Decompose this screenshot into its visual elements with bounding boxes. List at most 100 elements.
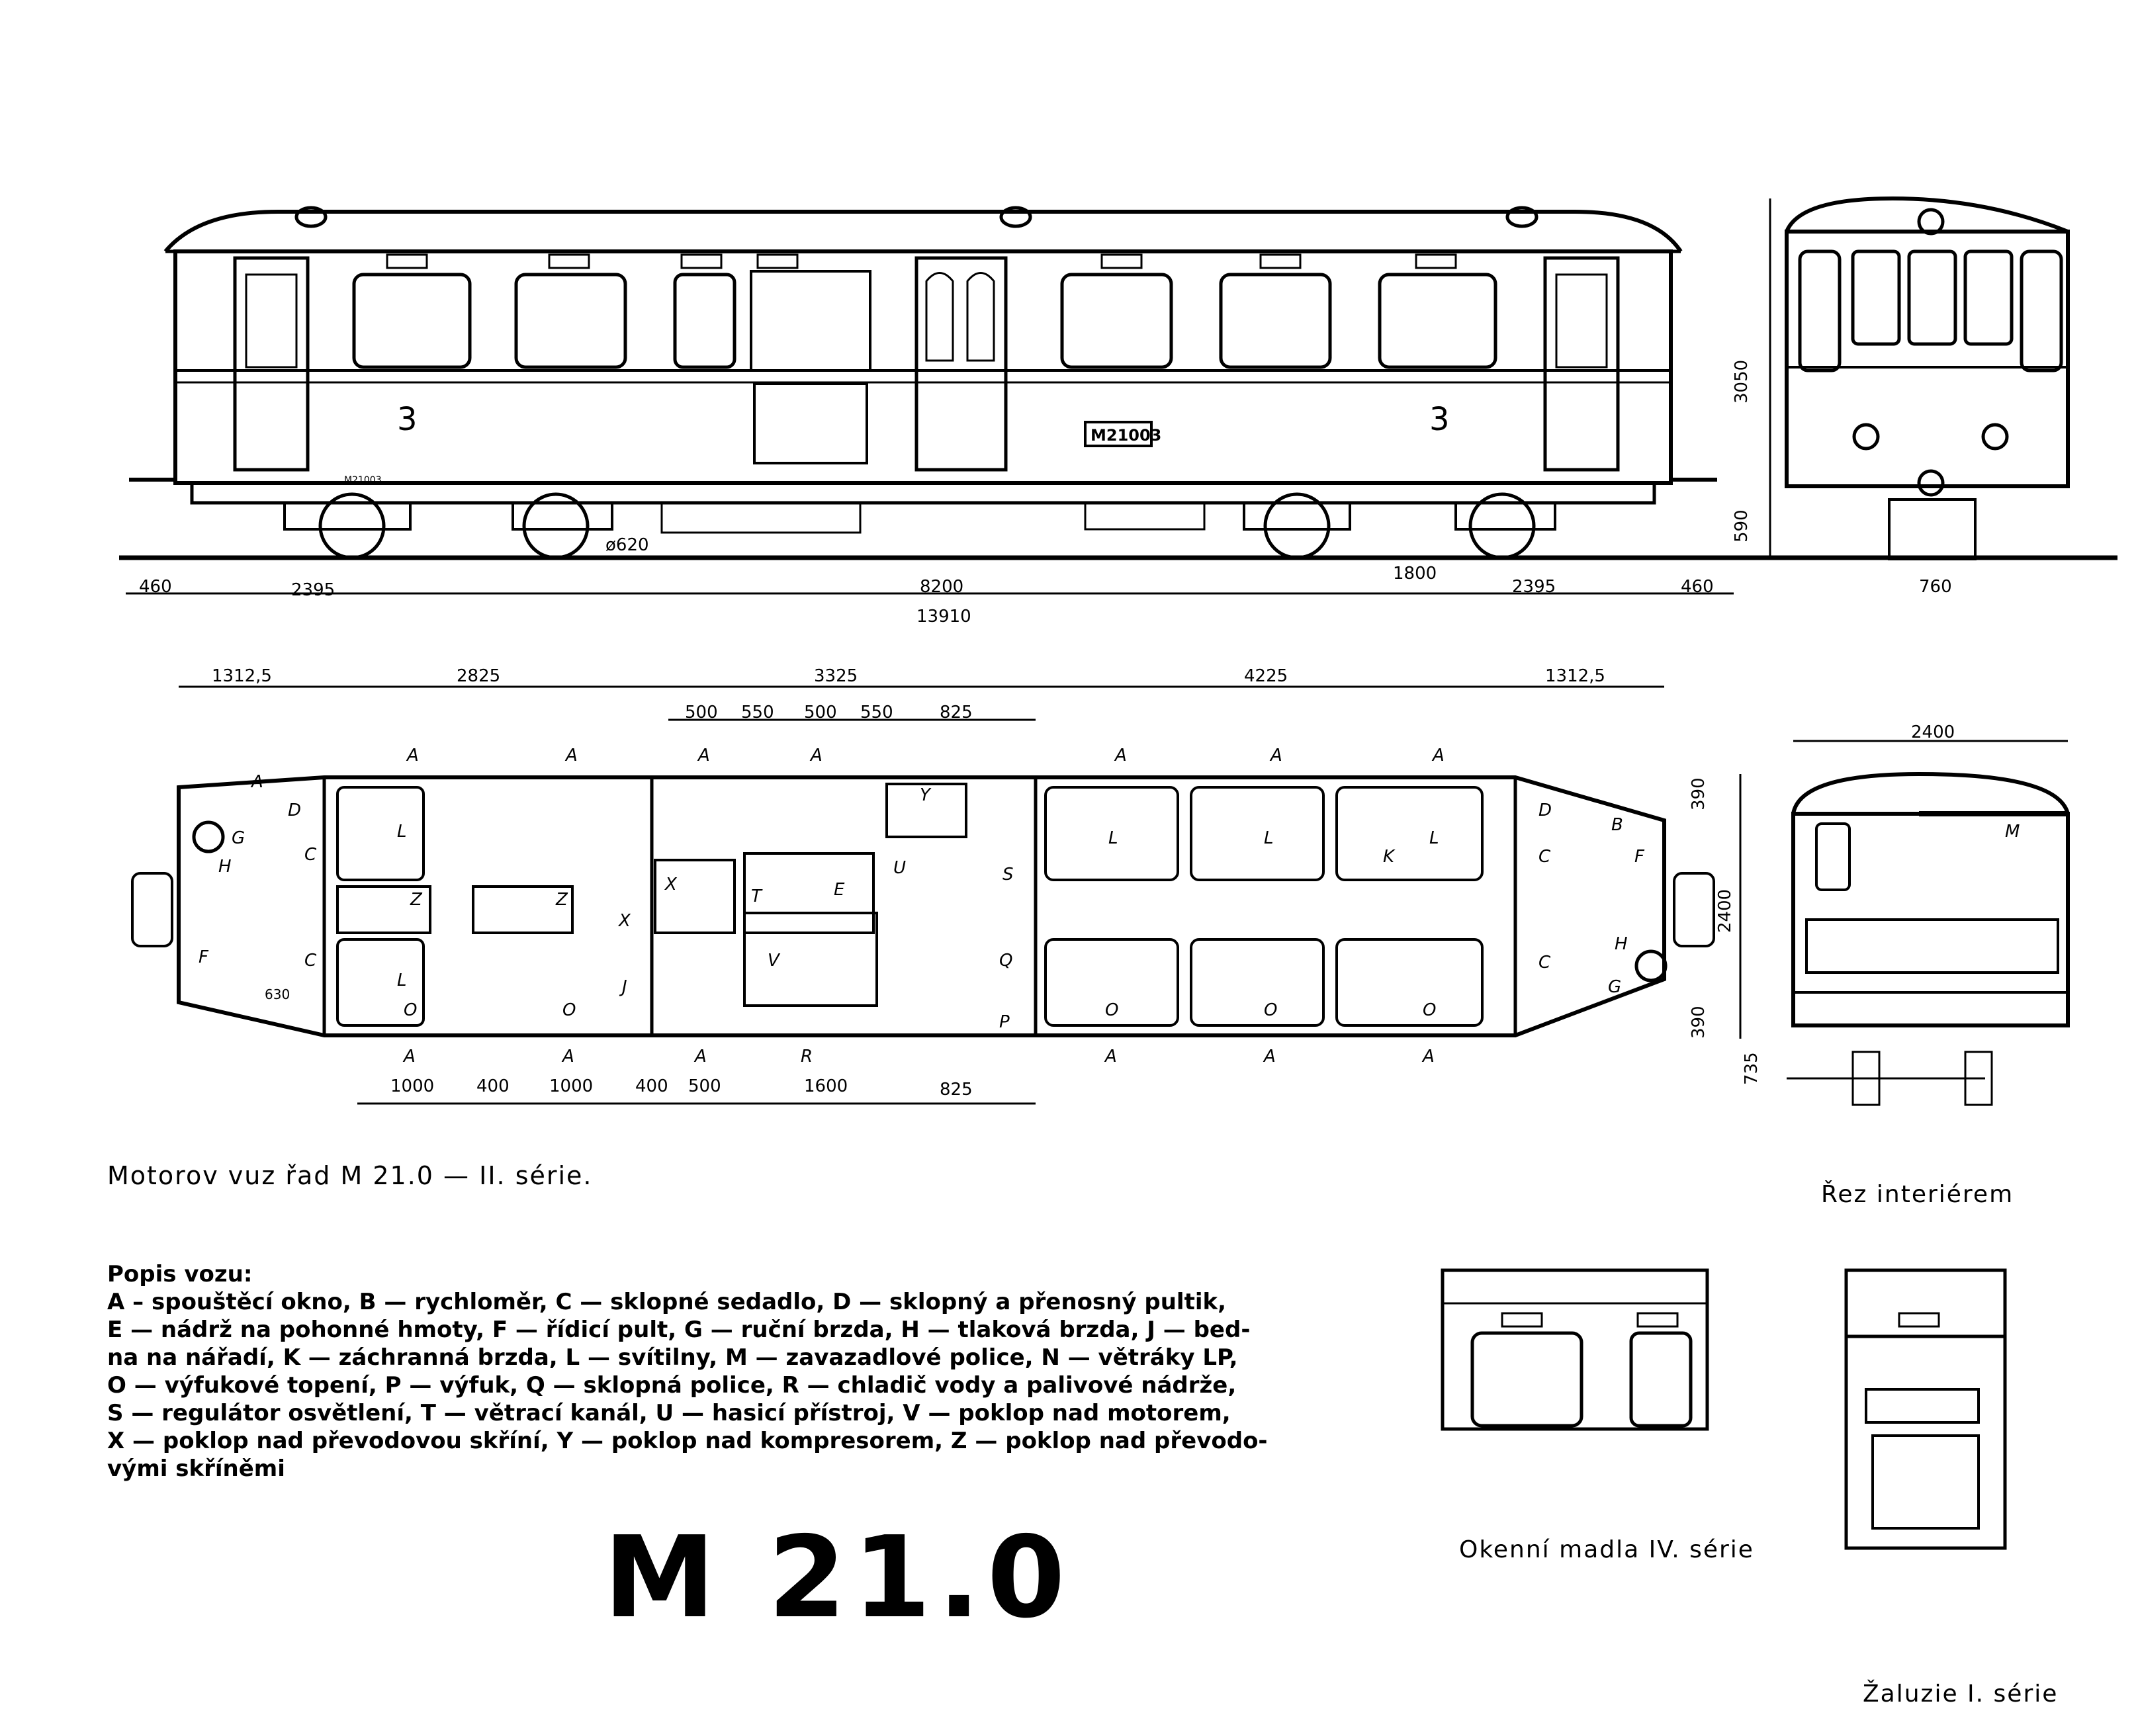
- letter-f: F: [1634, 847, 1645, 867]
- letter-a: A: [1114, 746, 1127, 765]
- letter-u: U: [893, 858, 906, 878]
- plan-side-dimensions: 390 2400 390: [1689, 774, 1742, 1039]
- dim-wheelbase: 8200: [920, 577, 963, 597]
- letter-o: O: [562, 1000, 576, 1020]
- plan-bottom-dimensions: 1000 400 1000 400 500 1600 825 630: [265, 986, 1036, 1105]
- letter-g: G: [1608, 977, 1621, 997]
- letter-c: C: [1538, 953, 1551, 973]
- plan-letters: A A A A A A A A D C C F G H E T U Q P R …: [199, 746, 1645, 1066]
- section-labels: 2400 735 M: [1742, 722, 2068, 1085]
- letter-v: V: [768, 951, 781, 971]
- letter-f: F: [199, 947, 209, 967]
- letter-o: O: [1264, 1000, 1277, 1020]
- dim-sub-2: 550: [741, 703, 774, 722]
- side-elevation: [129, 206, 1717, 560]
- letter-l: L: [1108, 828, 1118, 848]
- caption-interior: Řez interiérem: [1821, 1181, 2014, 1208]
- dim-gauge-detail: 760: [1919, 577, 1952, 597]
- letter-a: A: [1421, 1047, 1435, 1066]
- letter-j: J: [619, 977, 627, 997]
- letter-c: C: [304, 845, 317, 865]
- legend-line: vými skříněmi: [107, 1455, 285, 1482]
- dim-bottom-2: 400: [476, 1076, 510, 1096]
- end-view: [1785, 196, 2070, 560]
- letter-l: L: [397, 822, 407, 842]
- legend-line: X — poklop nad převodovou skříní, Y — po…: [107, 1428, 1268, 1454]
- letter-m: M: [2005, 822, 2020, 842]
- letter-g: G: [232, 828, 245, 848]
- legend-line: E — nádrž na pohonné hmoty, F — řídicí p…: [107, 1317, 1251, 1343]
- dim-sub-3: 500: [804, 703, 837, 722]
- letter-l: L: [1429, 828, 1439, 848]
- dim-overhang-right: 460: [1681, 577, 1714, 597]
- letter-a: A: [1269, 746, 1282, 765]
- end-view-dims: 3050 590 760: [1732, 198, 1952, 597]
- louvre-detail: [1844, 1268, 2007, 1550]
- dim-section-width: 2400: [1911, 722, 1955, 742]
- dim-detail: 630: [265, 986, 290, 1002]
- dim-total-length: 13910: [916, 607, 971, 627]
- side-plate: M21003: [1091, 426, 1161, 445]
- dim-top-2: 2825: [457, 666, 500, 686]
- letter-a: A: [1263, 1047, 1276, 1066]
- small-plate: M21003: [344, 475, 382, 486]
- letter-r: R: [801, 1047, 813, 1066]
- legend-line: na na nářadí, K — záchranná brzda, L — s…: [107, 1344, 1238, 1371]
- plan-top-dimensions: 1312,5 2825 3325 4225 1312,5 500 550 500…: [179, 666, 1664, 722]
- dim-top-3: 3325: [814, 666, 858, 686]
- letter-a: A: [809, 746, 823, 765]
- letter-a: A: [402, 1047, 416, 1066]
- dim-side-2: 2400: [1715, 889, 1735, 933]
- interior-section: [1787, 771, 2070, 1106]
- legend-title: Popis vozu:: [107, 1261, 253, 1287]
- dim-top-1: 1312,5: [212, 666, 272, 686]
- letter-s: S: [1002, 865, 1014, 885]
- letter-p: P: [999, 1012, 1010, 1032]
- dim-side-3: 390: [1689, 1006, 1709, 1039]
- letter-l: L: [397, 971, 407, 990]
- dim-overhang-left: 460: [139, 577, 172, 597]
- dim-side-1: 390: [1689, 777, 1709, 810]
- letter-x: X: [617, 911, 631, 931]
- letter-b: B: [1611, 815, 1623, 835]
- letter-z: Z: [555, 890, 568, 910]
- letter-a: A: [250, 772, 263, 792]
- letter-o: O: [404, 1000, 417, 1020]
- legend: Popis vozu: A – spouštěcí okno, B — rych…: [107, 1260, 1417, 1483]
- letter-o: O: [1105, 1000, 1118, 1020]
- model-title: M 21.0: [603, 1512, 1072, 1643]
- legend-line: A – spouštěcí okno, B — rychloměr, C — s…: [107, 1289, 1227, 1315]
- dim-floor-height: 590: [1732, 509, 1752, 542]
- letter-e: E: [834, 880, 845, 900]
- side-labels: 3 3 M21003 M21003 ø620: [344, 401, 1450, 555]
- letter-z: Z: [410, 890, 423, 910]
- letter-t: T: [751, 887, 763, 906]
- dim-section-height: 735: [1742, 1052, 1761, 1085]
- dim-bottom-1: 1000: [390, 1076, 434, 1096]
- letter-d: D: [1538, 801, 1552, 820]
- legend-line: S — regulátor osvětlení, T — větrací kan…: [107, 1400, 1231, 1426]
- dim-end-height: 3050: [1732, 360, 1752, 404]
- letter-d: D: [288, 801, 301, 820]
- letter-h: H: [218, 857, 232, 877]
- dim-bottom-5: 500: [688, 1076, 721, 1096]
- dim-bogie: 1800: [1393, 564, 1437, 584]
- caption-main: Motorov vuz řad M 21.0 — II. série.: [107, 1161, 593, 1190]
- letter-a: A: [406, 746, 419, 765]
- letter-h: H: [1615, 934, 1628, 954]
- letter-a: A: [1431, 746, 1445, 765]
- letter-a: A: [693, 1047, 707, 1066]
- letter-c: C: [1538, 847, 1551, 867]
- letter-c: C: [304, 951, 317, 971]
- letter-k: K: [1383, 847, 1396, 867]
- letter-l: L: [1264, 828, 1274, 848]
- wheel-diameter-label: ø620: [605, 535, 649, 555]
- caption-louvre: Žaluzie I. série: [1863, 1680, 2059, 1708]
- side-dimensions: 460 2395 8200 13910 1800 2395 460: [126, 564, 1734, 627]
- letter-x: X: [664, 875, 678, 894]
- number-mark-right: 3: [1429, 401, 1450, 438]
- dim-sub-5: 825: [940, 703, 973, 722]
- letter-a: A: [697, 746, 710, 765]
- letter-y: Y: [920, 785, 932, 805]
